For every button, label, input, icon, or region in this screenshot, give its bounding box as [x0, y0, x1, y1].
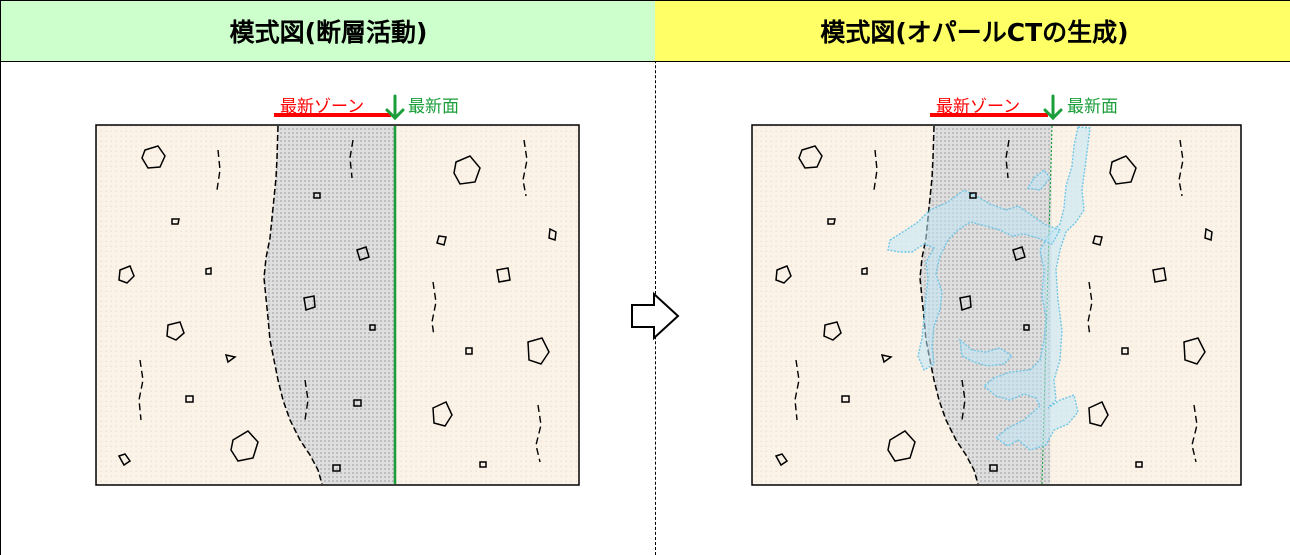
- panel-divider: [655, 0, 656, 555]
- right-panel-title: 模式図(オパールCTの生成): [655, 0, 1290, 62]
- left-title-text: 模式図(断層活動): [229, 18, 428, 47]
- right-diagram: [751, 124, 1242, 486]
- right-down-arrow-icon: [1043, 94, 1063, 121]
- opal-ct-veins: [887, 126, 1091, 451]
- right-fractures: [794, 139, 1198, 463]
- right-zone-label: 最新ゾーン: [936, 97, 1021, 117]
- left-fractures: [138, 139, 542, 463]
- left-zone-label: 最新ゾーン: [280, 97, 365, 117]
- right-title-text: 模式図(オパールCTの生成): [820, 18, 1129, 47]
- left-surface-label: 最新面: [408, 97, 459, 117]
- left-fault-zone: [264, 126, 395, 484]
- right-outline-arrow-icon: [631, 291, 680, 341]
- left-diagram: [95, 124, 580, 486]
- right-surface-label: 最新面: [1067, 97, 1118, 117]
- left-panel: [0, 0, 1, 555]
- left-panel-title: 模式図(断層活動): [0, 0, 657, 62]
- left-fault-boundary: [263, 125, 323, 485]
- right-clasts: [774, 145, 1213, 472]
- left-clasts: [117, 145, 557, 472]
- left-down-arrow-icon: [385, 94, 405, 121]
